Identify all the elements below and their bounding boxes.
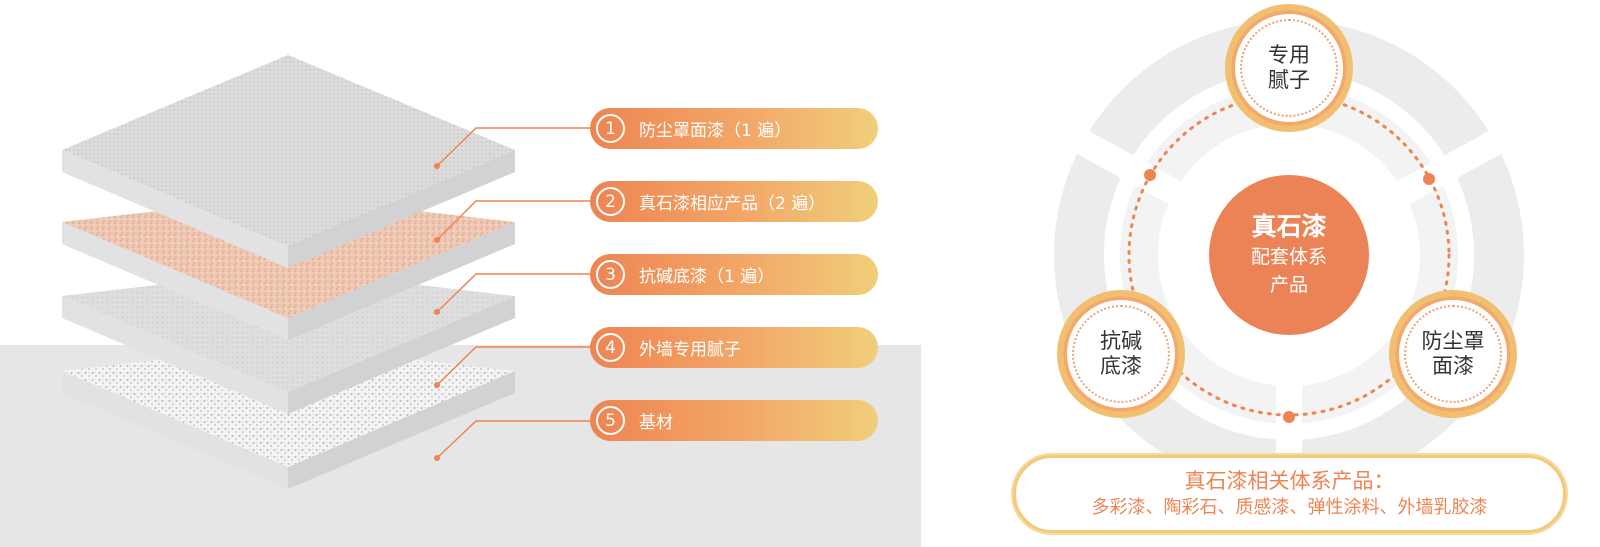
node-topcoat: 防尘罩 面漆 <box>1389 290 1517 418</box>
layer-number-badge: 1 <box>596 114 625 143</box>
node-putty: 专用 腻子 <box>1225 4 1353 132</box>
layer-label-1: 1 防尘罩面漆（1 遍） <box>590 108 878 149</box>
related-title: 真石漆相关体系产品： <box>1184 469 1395 493</box>
layer-label-text: 抗碱底漆（1 遍） <box>639 267 775 287</box>
node-line2: 面漆 <box>1432 354 1474 378</box>
layer-label-text: 真石漆相应产品（2 遍） <box>639 194 826 214</box>
center-core: 真石漆 配套体系 产品 <box>1209 175 1369 335</box>
layer-label-text: 基材 <box>639 413 673 433</box>
node-line1: 专用 <box>1268 43 1310 67</box>
layer-1-slab <box>62 55 515 268</box>
orbit-dots <box>1144 169 1435 423</box>
layer-label-4: 4 外墙专用腻子 <box>590 327 878 368</box>
related-items: 多彩漆、陶彩石、质感漆、弹性涂料、外墙乳胶漆 <box>1091 497 1488 518</box>
layer-number-badge: 5 <box>596 406 625 435</box>
layer-label-text: 防尘罩面漆（1 遍） <box>639 121 792 141</box>
leader-dots <box>434 163 440 461</box>
node-line2: 腻子 <box>1268 68 1310 92</box>
leader-lines <box>436 127 592 459</box>
node-line1: 防尘罩 <box>1421 329 1485 353</box>
center-subtitle-2: 产品 <box>1269 274 1308 296</box>
center-title: 真石漆 <box>1251 212 1327 241</box>
layer-number-badge: 2 <box>596 187 625 216</box>
layer-stack-illustration <box>62 55 592 489</box>
related-products-box: 真石漆相关体系产品： 多彩漆、陶彩石、质感漆、弹性涂料、外墙乳胶漆 <box>1013 455 1566 533</box>
layer-label-2: 2 真石漆相应产品（2 遍） <box>590 181 878 222</box>
layer-number-badge: 3 <box>596 260 625 289</box>
layer-label-3: 3 抗碱底漆（1 遍） <box>590 254 878 295</box>
node-line2: 底漆 <box>1100 354 1142 378</box>
layer-label-5: 5 基材 <box>590 400 878 441</box>
layer-label-text: 外墙专用腻子 <box>639 340 741 360</box>
center-subtitle-1: 配套体系 <box>1250 246 1327 268</box>
layer-number-badge: 4 <box>596 333 625 362</box>
node-line1: 抗碱 <box>1100 329 1142 353</box>
node-primer: 抗碱 底漆 <box>1057 290 1185 418</box>
